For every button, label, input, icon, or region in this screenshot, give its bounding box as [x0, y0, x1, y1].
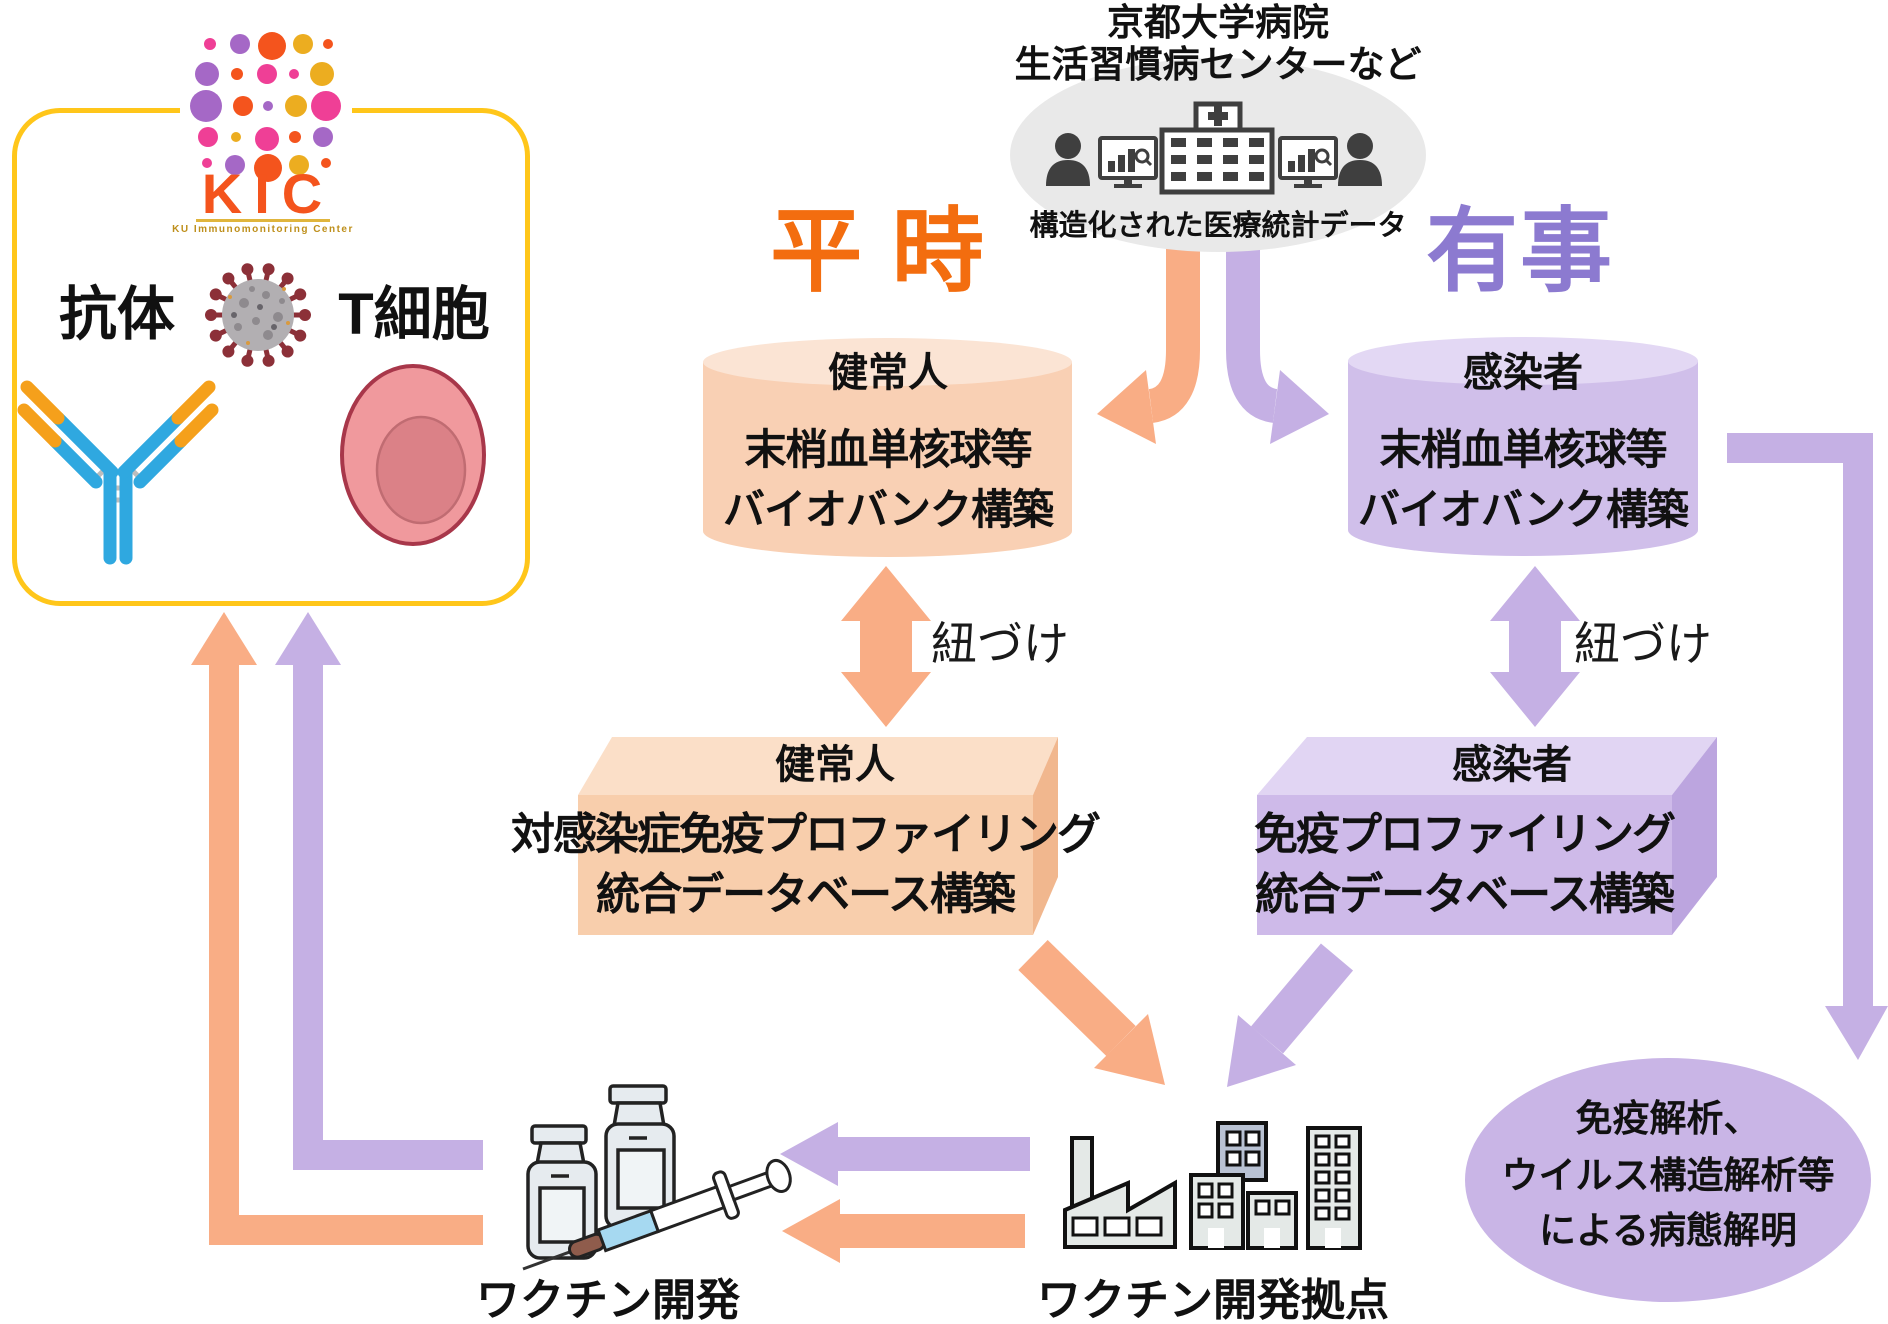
emergency-cylinder-line2: 末梢血単核球等 — [1379, 426, 1667, 473]
kic-dots-logo — [190, 32, 341, 182]
peacetime-biobank-cylinder — [703, 338, 1072, 557]
vaccine-dev-label: ワクチン開発 — [476, 1276, 740, 1324]
link-arrow-emergency — [1490, 566, 1580, 727]
emergency-link-label: 紐づけ — [1574, 617, 1712, 671]
arrow-biobank-to-analysis — [1727, 433, 1888, 1060]
emergency-db-line1: 免疫プロファイリング — [1254, 810, 1676, 859]
arrow-vaccine-to-kic-purple — [275, 612, 483, 1170]
arrow-emergency-db-to-site — [1227, 943, 1354, 1087]
arrow-vaccine-to-kic-orange — [191, 612, 483, 1245]
analysis-ellipse — [1465, 1058, 1871, 1302]
person-icon — [1046, 133, 1090, 186]
syringe-icon — [522, 1158, 792, 1271]
antibody-label: 抗体 — [58, 282, 176, 347]
peacetime-cylinder-line3: バイオバンク構築 — [722, 486, 1054, 533]
emergency-database-box — [1257, 737, 1717, 935]
kic-wordmark: KIC — [201, 162, 335, 225]
antibody-icon — [17, 380, 219, 565]
peacetime-database-box — [578, 737, 1058, 935]
emergency-db-subject: 感染者 — [1452, 743, 1572, 787]
analysis-line1: 免疫解析、 — [1575, 1098, 1761, 1139]
arrow-hospital-to-emergency — [1226, 236, 1329, 444]
arrow-site-to-vaccine-orange — [782, 1199, 1025, 1263]
analysis-line3: による病態解明 — [1539, 1210, 1797, 1251]
emergency-cylinder-line3: バイオバンク構築 — [1357, 486, 1689, 533]
tcell-label: T細胞 — [338, 282, 490, 347]
vaccine-vials-icon — [526, 1084, 676, 1260]
monitor-chart-icon — [1278, 136, 1338, 188]
hospital-caption: 構造化された医療統計データ — [1029, 210, 1407, 242]
peacetime-link-label: 紐づけ — [931, 617, 1069, 671]
analysis-line2: ウイルス構造解析等 — [1501, 1155, 1835, 1196]
buildings-icon — [1189, 1121, 1362, 1250]
emergency-db-line2: 統合データベース構築 — [1255, 870, 1675, 919]
kic-subtitle: KU Immunomonitoring Center — [172, 224, 354, 235]
emergency-biobank-cylinder — [1348, 337, 1698, 556]
hospital-icon — [1159, 101, 1275, 195]
peacetime-cylinder-line2: 末梢血単核球等 — [744, 426, 1032, 473]
peacetime-cylinder-line1: 健常人 — [828, 351, 948, 395]
arrow-peacetime-db-to-site — [1018, 939, 1165, 1085]
peacetime-db-subject: 健常人 — [775, 743, 895, 787]
peacetime-db-line1: 対感染症免疫プロファイリング — [511, 810, 1101, 859]
kic-logo-rule — [196, 219, 330, 222]
hospital-title-line1: 京都大学病院 — [1107, 2, 1329, 43]
emergency-title: 有事 — [1425, 201, 1615, 303]
vaccine-site-label: ワクチン開発拠点 — [1037, 1276, 1389, 1324]
hospital-title-line2: 生活習慣病センターなど — [1014, 44, 1422, 85]
coronavirus-icon — [205, 263, 311, 367]
arrow-site-to-vaccine-purple — [780, 1122, 1030, 1186]
emergency-cylinder-line1: 感染者 — [1463, 351, 1583, 395]
factory-icon — [1063, 1136, 1177, 1249]
monitor-chart-icon — [1098, 136, 1158, 188]
arrow-hospital-to-peacetime — [1097, 236, 1200, 444]
person-icon — [1338, 133, 1382, 186]
peacetime-title: 平 時 — [770, 201, 986, 303]
tcell-icon — [340, 364, 486, 546]
peacetime-db-line2: 統合データベース構築 — [596, 870, 1016, 919]
link-arrow-peacetime — [841, 566, 931, 727]
